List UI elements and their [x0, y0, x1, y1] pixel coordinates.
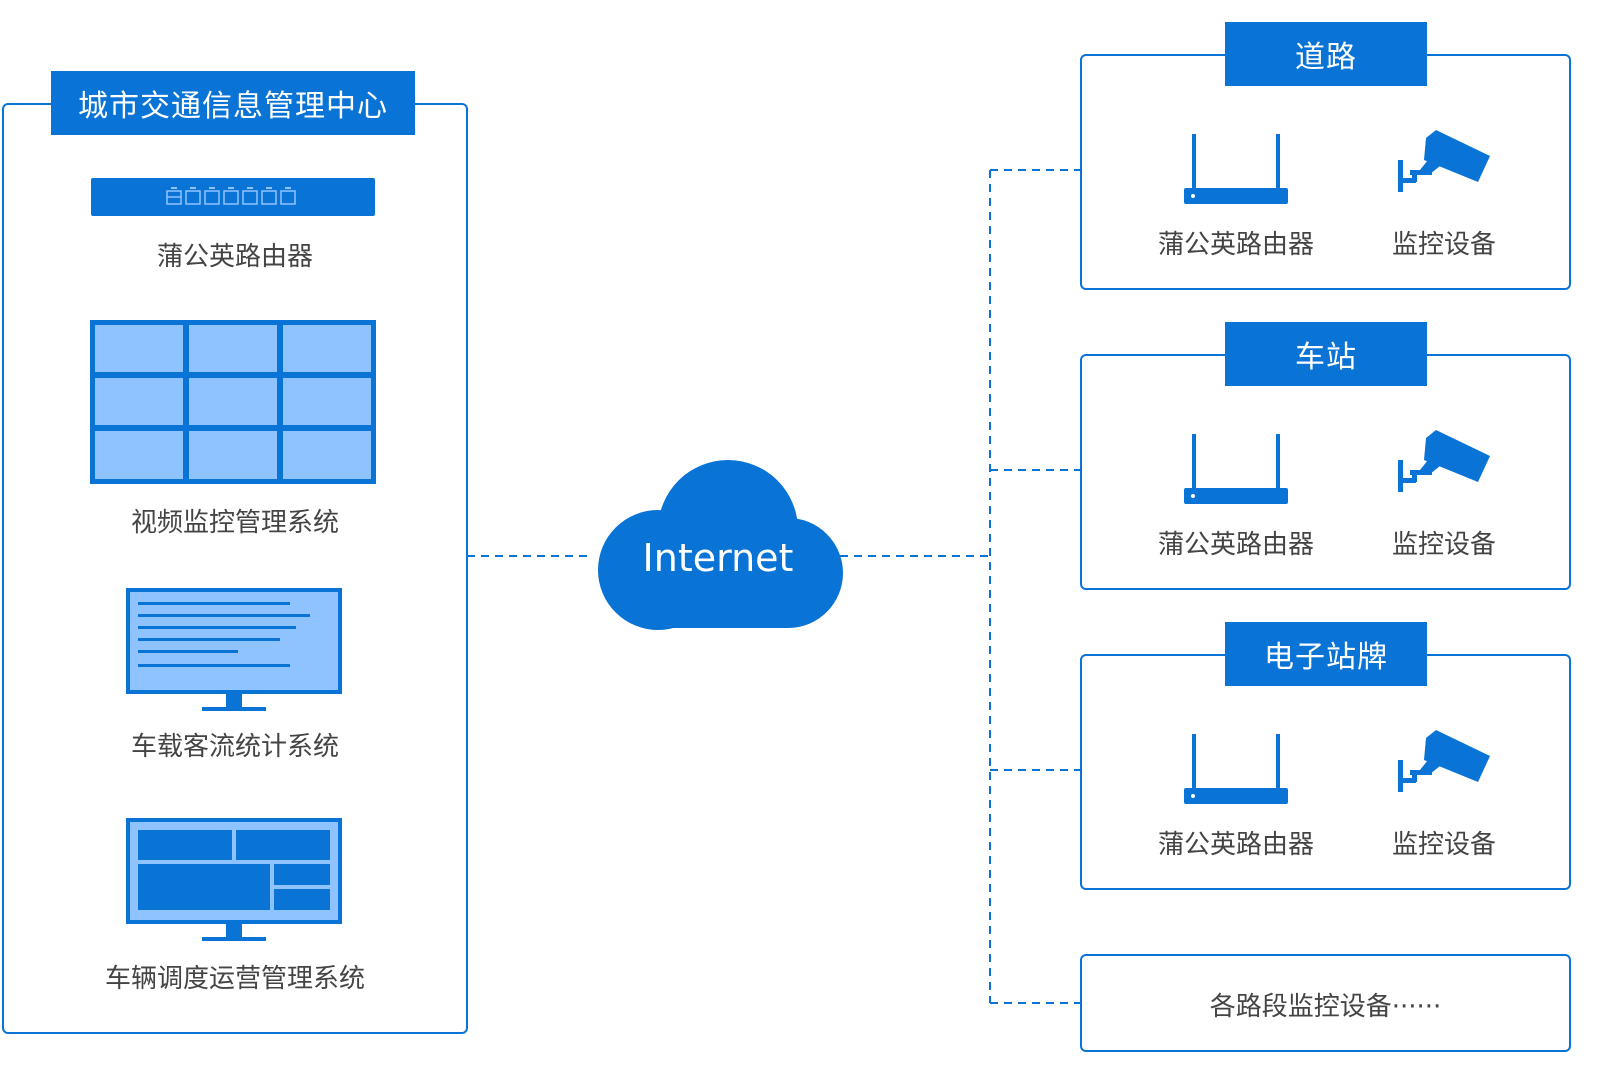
site-panel-road	[1080, 54, 1571, 290]
site-router-icon	[1184, 434, 1288, 504]
video-surveillance-label: 视频监控管理系统	[130, 508, 339, 538]
management-center-title: 城市交通信息管理中心	[51, 71, 415, 135]
site-panel-e-stop-sign	[1080, 654, 1571, 890]
dispatch-monitor-icon	[126, 818, 342, 941]
site-router-icon	[1184, 134, 1288, 204]
site-title-e-stop-sign: 电子站牌	[1225, 622, 1427, 686]
center-router-label: 蒲公英路由器	[156, 242, 313, 272]
site-panel-station	[1080, 354, 1571, 590]
site-camera-icon	[1398, 430, 1490, 492]
passenger-stats-label: 车载客流统计系统	[130, 732, 339, 762]
video-wall-icon	[90, 320, 376, 484]
site-title-station: 车站	[1225, 322, 1427, 386]
site-camera-icon	[1398, 130, 1490, 192]
more-devices-panel	[1080, 954, 1571, 1052]
site-router-icon	[1184, 734, 1288, 804]
site-router-label: 蒲公英路由器	[1157, 830, 1314, 860]
rack-router-icon	[91, 178, 375, 216]
site-camera-label: 监控设备	[1391, 230, 1496, 260]
site-router-label: 蒲公英路由器	[1157, 230, 1314, 260]
site-title-road: 道路	[1225, 22, 1427, 86]
internet-label: Internet	[642, 536, 794, 580]
more-devices-label: 各路段监控设备······	[1209, 992, 1442, 1022]
site-router-label: 蒲公英路由器	[1157, 530, 1314, 560]
site-camera-label: 监控设备	[1391, 530, 1496, 560]
site-camera-icon	[1398, 730, 1490, 792]
internet-cloud-icon	[598, 460, 843, 630]
passenger-stats-monitor-icon	[126, 588, 342, 711]
site-camera-label: 监控设备	[1391, 830, 1496, 860]
dispatch-management-label: 车辆调度运营管理系统	[104, 964, 365, 994]
